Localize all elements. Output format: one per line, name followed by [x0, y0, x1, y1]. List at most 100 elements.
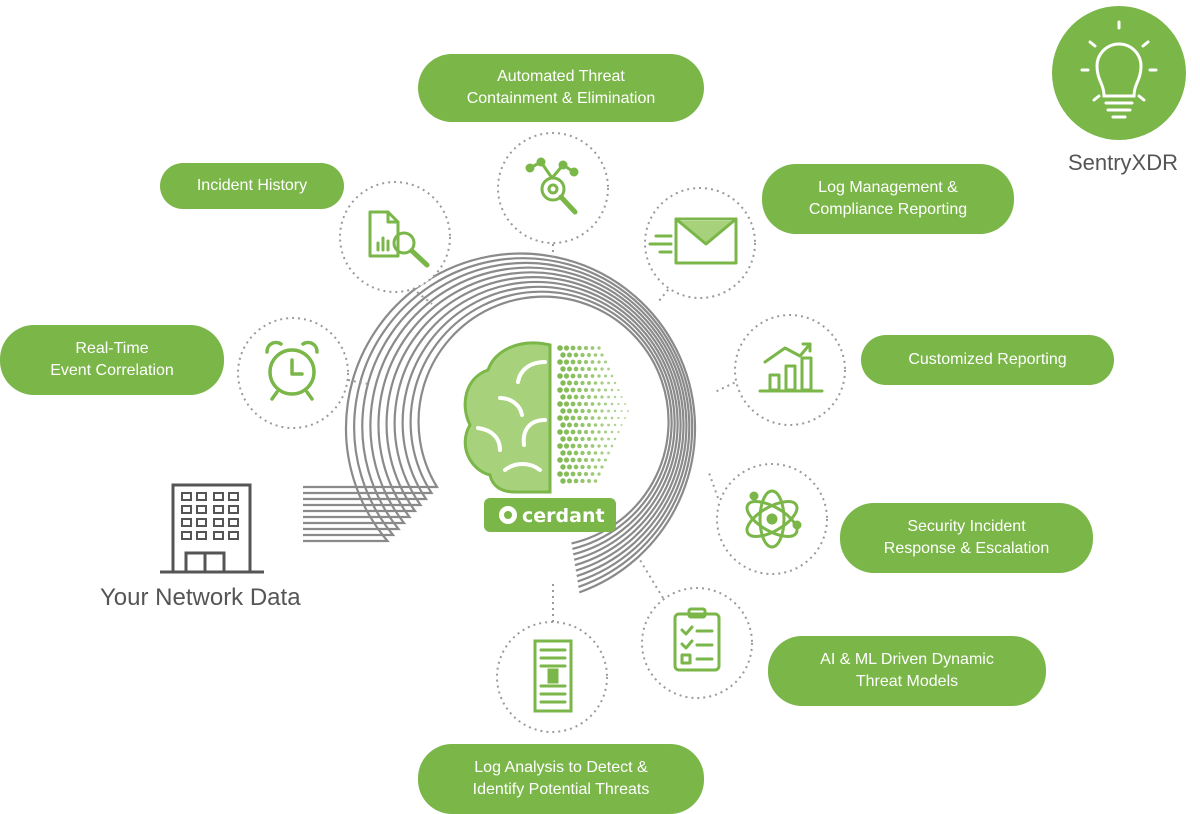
brain-dot [624, 417, 626, 419]
brain-dot [573, 436, 579, 442]
brain-dot [590, 430, 595, 434]
cerdant-logo: cerdant [484, 498, 616, 532]
brain-dot [593, 367, 598, 371]
brain-dot [560, 450, 566, 456]
brain-dot [587, 479, 591, 483]
brain-dot [593, 395, 598, 399]
brain-dot [570, 443, 576, 449]
brain-dot [593, 479, 598, 483]
data-arc [303, 252, 697, 594]
building-window [228, 531, 239, 540]
brain-dot [604, 430, 607, 434]
brain-dot [610, 444, 614, 448]
brain-dot [563, 443, 570, 449]
brain-dot [583, 401, 589, 407]
brain-dot [566, 436, 573, 442]
brain-dot [580, 394, 585, 400]
brain-dot [563, 345, 570, 351]
brain-dot [570, 457, 576, 463]
brain-dot [583, 471, 589, 477]
dotted-connectors [347, 244, 741, 622]
alarm-clock-icon [265, 340, 319, 401]
brain-dot [577, 471, 582, 477]
brain-dot [573, 450, 579, 456]
brain-dot [563, 471, 570, 477]
feature-line: Automated Threat [497, 68, 625, 85]
brain-dot [560, 394, 566, 400]
brain-dot [610, 374, 614, 378]
feature-line: Customized Reporting [908, 351, 1067, 368]
brain-dot [560, 478, 566, 484]
brain-dot [610, 388, 614, 392]
brain-dot [597, 458, 601, 462]
brain-dot [597, 416, 601, 420]
data-arc [303, 295, 670, 545]
feature-line: Containment & Elimination [466, 90, 656, 107]
brain-dot [570, 415, 576, 421]
building-window [181, 492, 192, 501]
brain-dot [560, 464, 566, 470]
brain-dot [593, 353, 598, 357]
brain-dot [583, 457, 589, 463]
clipboard-checklist-icon [673, 607, 721, 672]
brain-dot [590, 444, 595, 448]
brain-dot [566, 478, 573, 484]
brain-dot [577, 373, 582, 379]
brain-dot [577, 415, 582, 421]
brain-dot [590, 360, 595, 364]
brain-dot [570, 429, 576, 435]
brain-dot [577, 457, 582, 463]
brain-dot [573, 366, 579, 372]
brain-dot [557, 429, 563, 435]
brain-dot [593, 451, 598, 455]
brain-dot [604, 402, 607, 406]
brain-dot [580, 436, 585, 442]
building-window [196, 505, 207, 514]
cerdant-logo-text: cerdant [522, 505, 605, 527]
brain-dot [600, 381, 604, 385]
brain-dot [620, 423, 623, 427]
brain-dot [580, 366, 585, 372]
brain-dot [566, 464, 573, 470]
brain-dot [597, 472, 601, 476]
brain-dot [600, 465, 604, 469]
brain-dot [557, 471, 563, 477]
brain-dot [587, 381, 591, 385]
building-windows [181, 492, 239, 540]
brain-dot [604, 388, 607, 392]
building-window [196, 531, 207, 540]
brain-dot [590, 416, 595, 420]
brain-dot [573, 352, 579, 358]
brain-dot [587, 423, 591, 427]
brain-dot [583, 429, 589, 435]
brain-dot [573, 408, 579, 414]
brain-dot [624, 403, 626, 405]
building-window [213, 531, 224, 540]
brain-dot [597, 346, 601, 350]
brain-dot [590, 472, 595, 476]
brain-dot [613, 437, 617, 441]
brain-dot [563, 415, 570, 421]
brain-dot [560, 380, 566, 386]
building-window [181, 531, 192, 540]
data-arc [303, 271, 685, 572]
brain-dot [573, 464, 579, 470]
brain-icon [463, 341, 629, 494]
brain-dot [617, 402, 620, 406]
brain-dot [570, 471, 576, 477]
brain-dot [604, 458, 607, 462]
brain-dot [560, 422, 566, 428]
brain-dot [577, 387, 582, 393]
data-arc [303, 276, 682, 567]
brain-dot [617, 430, 620, 434]
brain-dot [590, 458, 595, 462]
brain-dot [610, 416, 614, 420]
data-arc [303, 261, 691, 583]
brain-dot [563, 359, 570, 365]
brain-dot [597, 360, 601, 364]
brain-dot [610, 430, 614, 434]
building-icon [160, 483, 264, 574]
atom-icon [745, 489, 802, 549]
